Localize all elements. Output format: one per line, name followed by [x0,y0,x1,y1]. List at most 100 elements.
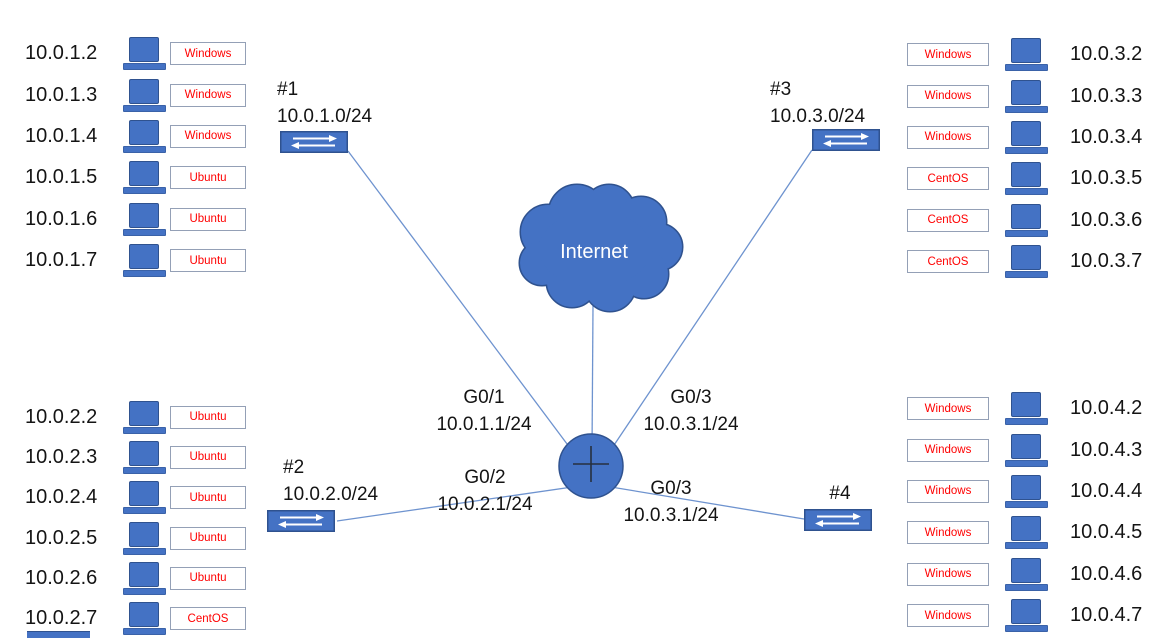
computer-icon [1004,516,1048,550]
host-row: Windows 10.0.3.4 [907,117,1142,158]
host-row: Windows 10.0.4.5 [907,512,1142,553]
os-label: Windows [170,83,246,107]
computer-icon [1004,392,1048,426]
computer-icon [1004,245,1048,279]
interface-name: G0/3 [650,478,692,499]
internet-label: Internet [560,241,628,263]
link-switch2-router [336,482,601,522]
os-label: Ubuntu [170,207,246,231]
host-ip: 10.0.1.3 [25,83,98,106]
host-group-lan3: Windows 10.0.3.2 Windows 10.0.3.3 Window… [907,34,1142,282]
host-row: 10.0.2.6 Ubuntu [25,558,246,598]
host-ip: 10.0.3.4 [1070,125,1143,148]
computer-icon [122,161,166,195]
host-row: 10.0.2.4 Ubuntu [25,478,246,518]
os-label: CentOS [907,208,989,232]
interface-ip: 10.0.1.1/24 [436,414,532,435]
computer-icon [122,78,166,112]
interface-label-g03-bottom: G0/3 10.0.3.1/24 [596,475,746,529]
host-ip: 10.0.1.2 [25,42,98,65]
host-ip: 10.0.1.5 [25,166,98,189]
host-ip: 10.0.2.3 [25,445,98,468]
os-label: Windows [907,125,989,149]
host-ip: 10.0.3.6 [1070,208,1143,231]
host-ip: 10.0.2.6 [25,566,98,589]
switch2-subnet: 10.0.2.0/24 [283,484,379,505]
computer-icon [1004,120,1048,154]
os-label: Windows [907,604,989,628]
os-label: Windows [907,562,989,586]
switch3-number: #3 [770,79,792,100]
host-ip: 10.0.2.7 [25,607,98,630]
host-ip: 10.0.4.5 [1070,521,1143,544]
interface-ip: 10.0.2.1/24 [437,494,533,515]
host-ip: 10.0.4.7 [1070,604,1143,627]
computer-icon [122,400,166,434]
switch1-subnet: 10.0.1.0/24 [277,106,373,127]
os-label: Windows [170,124,246,148]
os-label: CentOS [907,250,989,274]
os-label: Windows [907,521,989,545]
computer-icon [1004,557,1048,591]
router-icon [558,433,624,499]
switch1-label: #1 10.0.1.0/24 [277,76,372,130]
partial-icon [27,631,90,638]
interface-label-g01: G0/1 10.0.1.1/24 [409,384,559,438]
link-switch1-router [347,150,586,469]
link-switch4-router [604,485,805,520]
switch4-label: #4 [806,480,874,507]
host-ip: 10.0.1.4 [25,124,98,147]
os-label: Windows [907,438,989,462]
host-ip: 10.0.4.3 [1070,438,1143,461]
switch1-number: #1 [277,79,299,100]
host-row: 10.0.2.5 Ubuntu [25,518,246,558]
host-ip: 10.0.1.7 [25,249,98,272]
host-ip: 10.0.3.2 [1070,43,1143,66]
switch3-label: #3 10.0.3.0/24 [770,76,865,130]
interface-name: G0/2 [464,467,506,488]
host-group-lan1: 10.0.1.2 Windows 10.0.1.3 Windows 10.0.1… [25,33,246,281]
host-row: CentOS 10.0.3.6 [907,200,1142,241]
computer-icon [122,521,166,555]
host-row: 10.0.1.5 Ubuntu [25,157,246,198]
os-label: CentOS [907,167,989,191]
switch4-number: #4 [829,483,851,504]
switch4-icon [804,509,872,531]
switch2-number: #2 [283,457,305,478]
host-row: 10.0.2.3 Ubuntu [25,437,246,477]
host-group-lan4: Windows 10.0.4.2 Windows 10.0.4.3 Window… [907,388,1142,636]
switch2-icon [267,510,335,532]
computer-icon [122,244,166,278]
os-label: Ubuntu [170,405,246,429]
host-row: Windows 10.0.4.2 [907,388,1142,429]
host-ip: 10.0.3.7 [1070,250,1143,273]
host-row: CentOS 10.0.3.5 [907,158,1142,199]
host-row: Windows 10.0.4.4 [907,471,1142,512]
os-label: Windows [907,479,989,503]
switch3-icon [812,129,880,151]
host-row: Windows 10.0.3.2 [907,34,1142,75]
os-label: Ubuntu [170,526,246,550]
interface-label-g02: G0/2 10.0.2.1/24 [410,464,560,518]
link-switch3-router [599,149,813,467]
os-label: Ubuntu [170,249,246,273]
interface-name: G0/3 [670,387,712,408]
computer-icon [122,202,166,236]
os-label: Ubuntu [170,166,246,190]
host-ip: 10.0.2.4 [25,486,98,509]
computer-icon [1004,203,1048,237]
computer-icon [1004,38,1048,72]
os-label: Ubuntu [170,445,246,469]
host-row: 10.0.2.2 Ubuntu [25,397,246,437]
host-ip: 10.0.3.3 [1070,84,1143,107]
switch3-subnet: 10.0.3.0/24 [770,106,866,127]
switch1-icon [280,131,348,153]
internet-cloud-icon [518,183,684,313]
os-label: Windows [170,42,246,66]
link-internet-router [591,305,594,453]
os-label: Windows [907,397,989,421]
computer-icon [122,119,166,153]
host-row: CentOS 10.0.3.7 [907,241,1142,282]
interface-name: G0/1 [463,387,505,408]
host-ip: 10.0.2.2 [25,405,98,428]
